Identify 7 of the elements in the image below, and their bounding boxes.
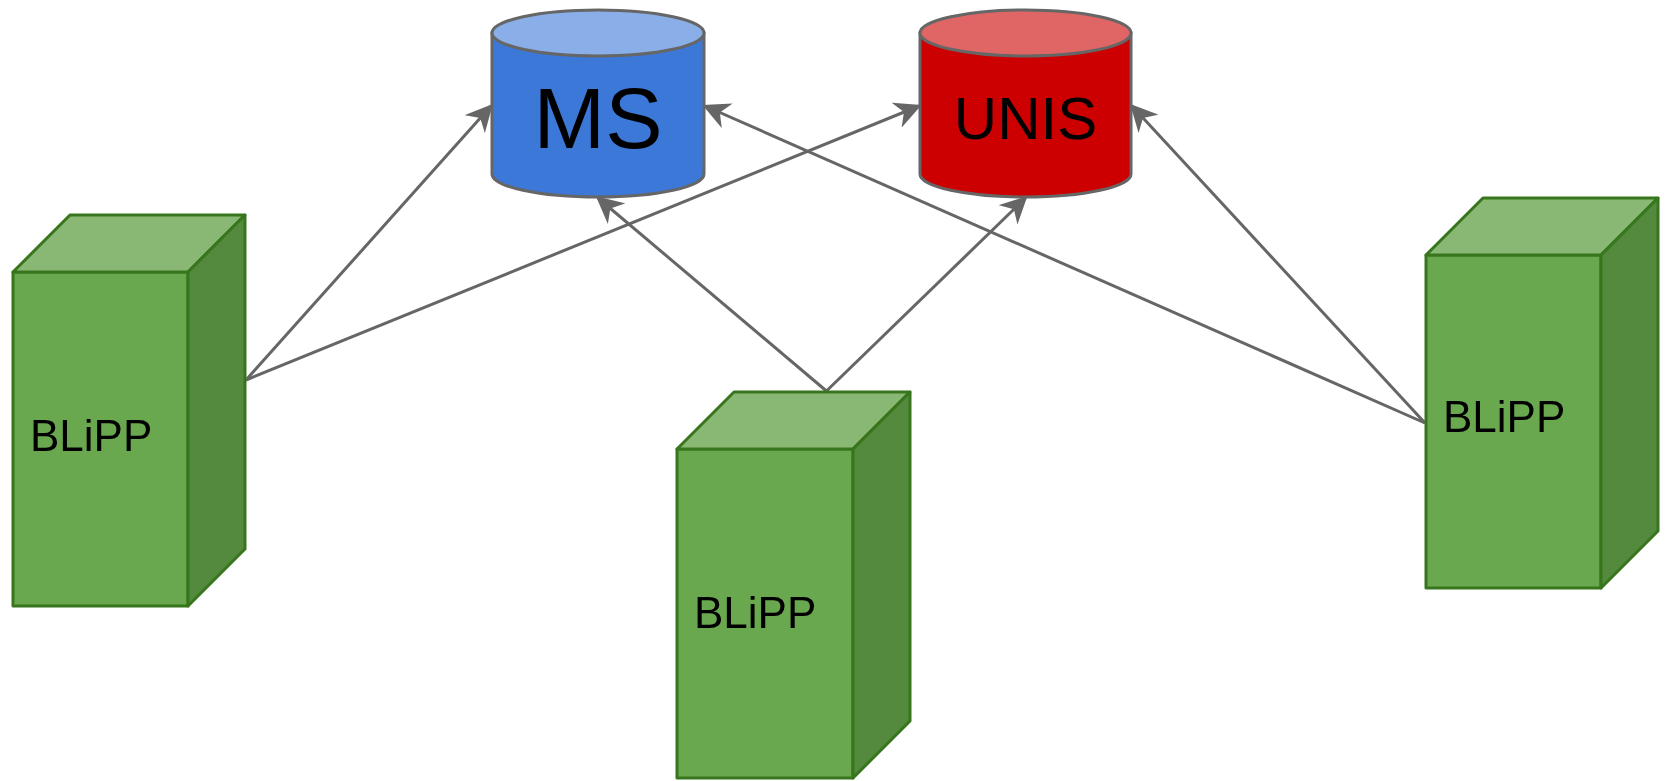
- arrow: [595, 196, 828, 393]
- node-label: UNIS: [953, 89, 1098, 149]
- node-label: MS: [533, 75, 663, 161]
- node-label: BLiPP: [30, 414, 153, 458]
- arrow: [825, 196, 1028, 393]
- node-label: BLiPP: [694, 591, 817, 635]
- node-label: BLiPP: [1443, 395, 1566, 439]
